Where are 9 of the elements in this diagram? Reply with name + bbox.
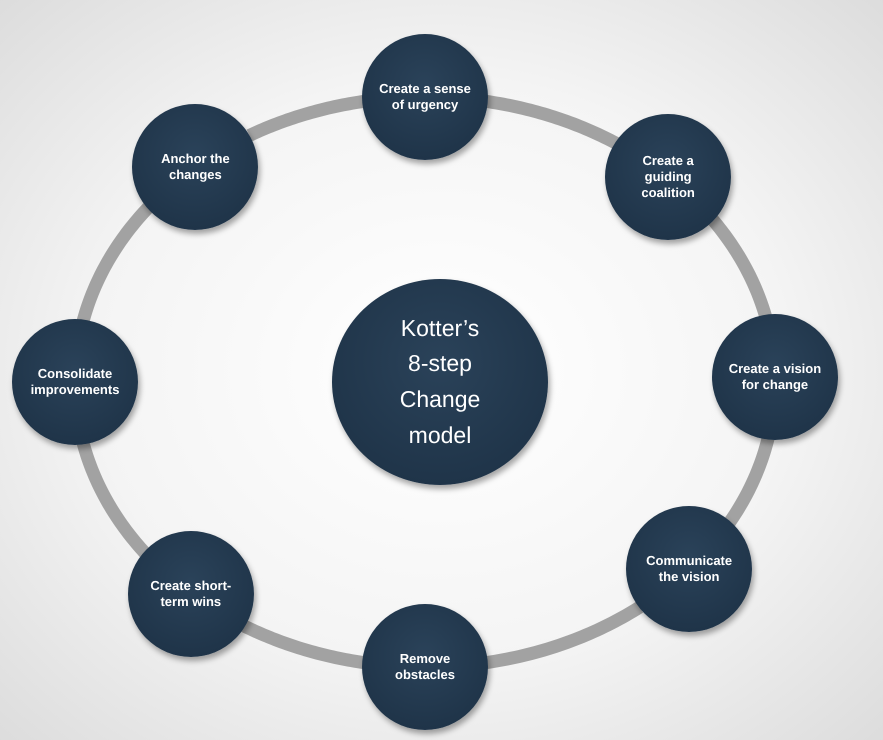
step-label: Communicate the vision [645,552,734,586]
step-label: Create a sense of urgency [378,80,472,114]
step-label: Create a vision for change [728,360,822,394]
step-label: Consolidate improvements [30,366,120,398]
step-label: Anchor the changes [160,150,231,184]
step-label: Create a guiding coalition [640,152,696,202]
step-label: Remove obstacles [394,650,456,684]
step-label: Create short-term wins [149,578,232,610]
model-title: Kotter’s 8-step Change model [398,314,482,450]
